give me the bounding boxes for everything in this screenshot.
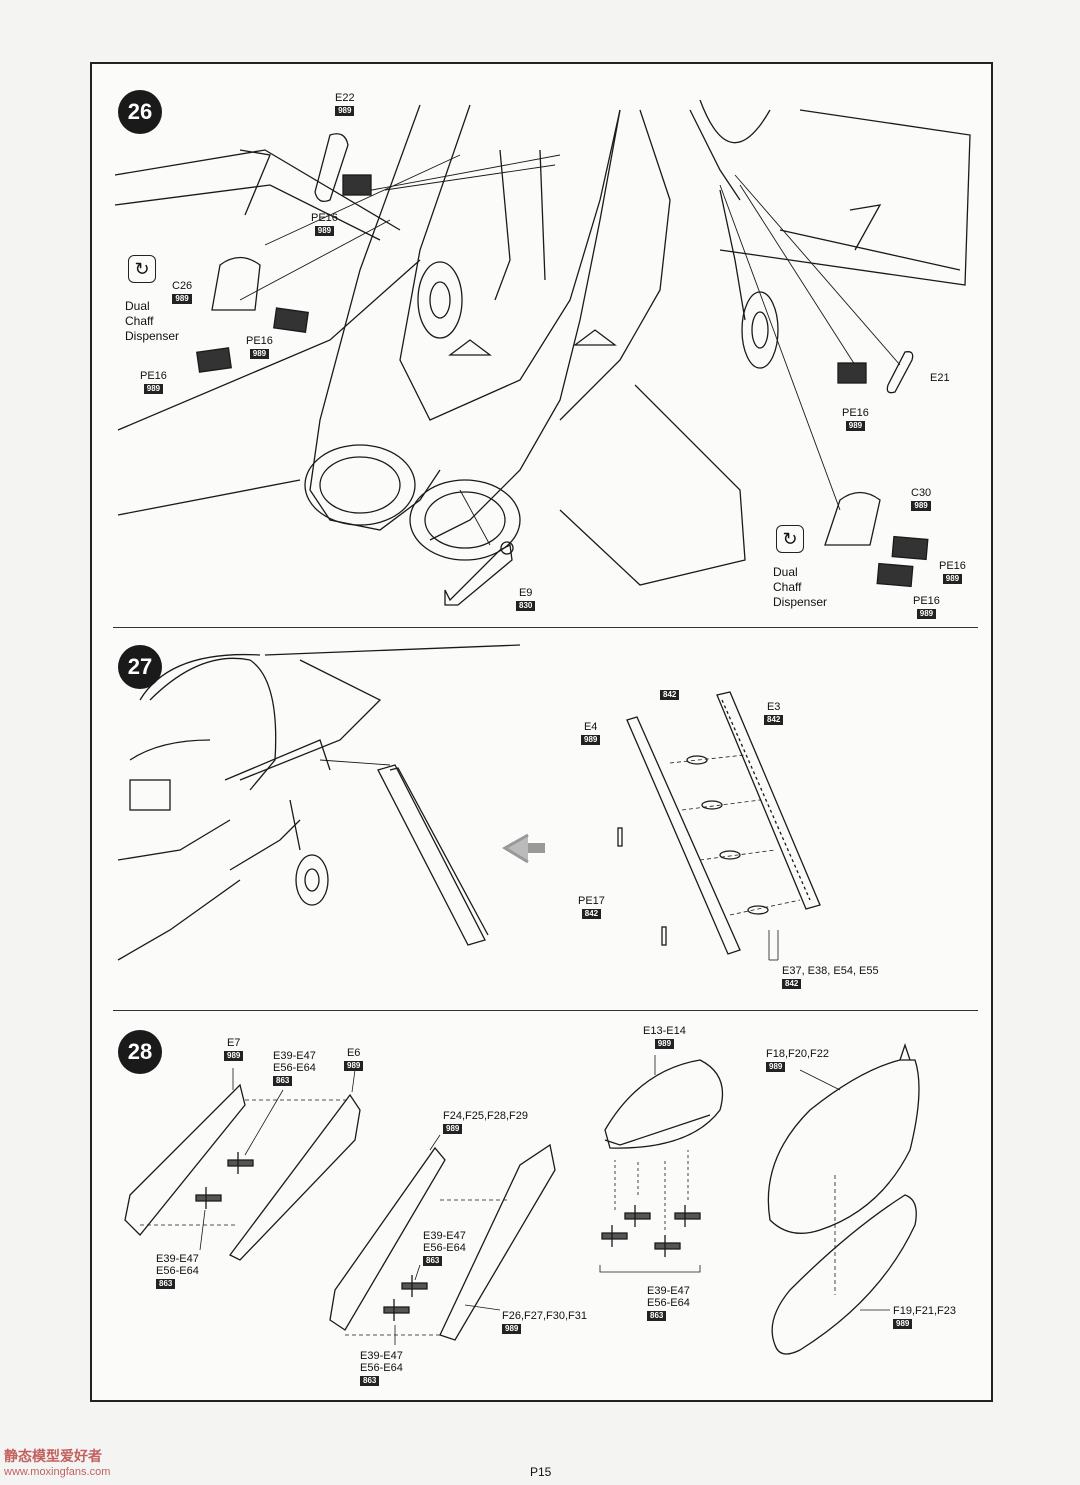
rotate-icon: ↻ <box>776 525 804 553</box>
step-number-label: 28 <box>127 1039 153 1064</box>
step28-pylon-halves <box>124 1083 556 1341</box>
step26-aircraft-underside <box>114 99 971 586</box>
step27-nose-section <box>117 644 521 961</box>
part-code-842: 842 <box>660 688 680 700</box>
instruction-sheet-frame <box>90 62 993 1402</box>
step-badge-27: 27 <box>118 645 162 689</box>
chaff-dispenser-note-left: Dual Chaff Dispenser <box>125 299 180 343</box>
step28-label-leaders <box>199 1055 890 1345</box>
step-number-label: 27 <box>127 654 153 679</box>
step-badge-26: 26 <box>118 90 162 134</box>
step26-callout-lines <box>239 154 901 546</box>
chaff-dispenser-note-right: Dual Chaff Dispenser <box>773 565 828 609</box>
step-badge-28: 28 <box>118 1030 162 1074</box>
step-divider-26-27 <box>113 627 978 628</box>
step-divider-27-28 <box>113 1010 978 1011</box>
watermark-site-name: 静态模型爱好者 <box>4 1448 102 1464</box>
part-label-e21: E21 <box>930 372 950 384</box>
step-number-label: 26 <box>127 99 153 124</box>
watermark-url: www.moxingfans.com <box>4 1466 111 1478</box>
rotate-icon: ↻ <box>128 255 156 283</box>
step28-adapter-pylon <box>599 1059 724 1273</box>
step26-parts <box>196 133 929 606</box>
page-number: P15 <box>530 1465 552 1479</box>
step27-rail-assembly <box>377 691 821 961</box>
step28-fuel-tank <box>767 1042 920 1355</box>
